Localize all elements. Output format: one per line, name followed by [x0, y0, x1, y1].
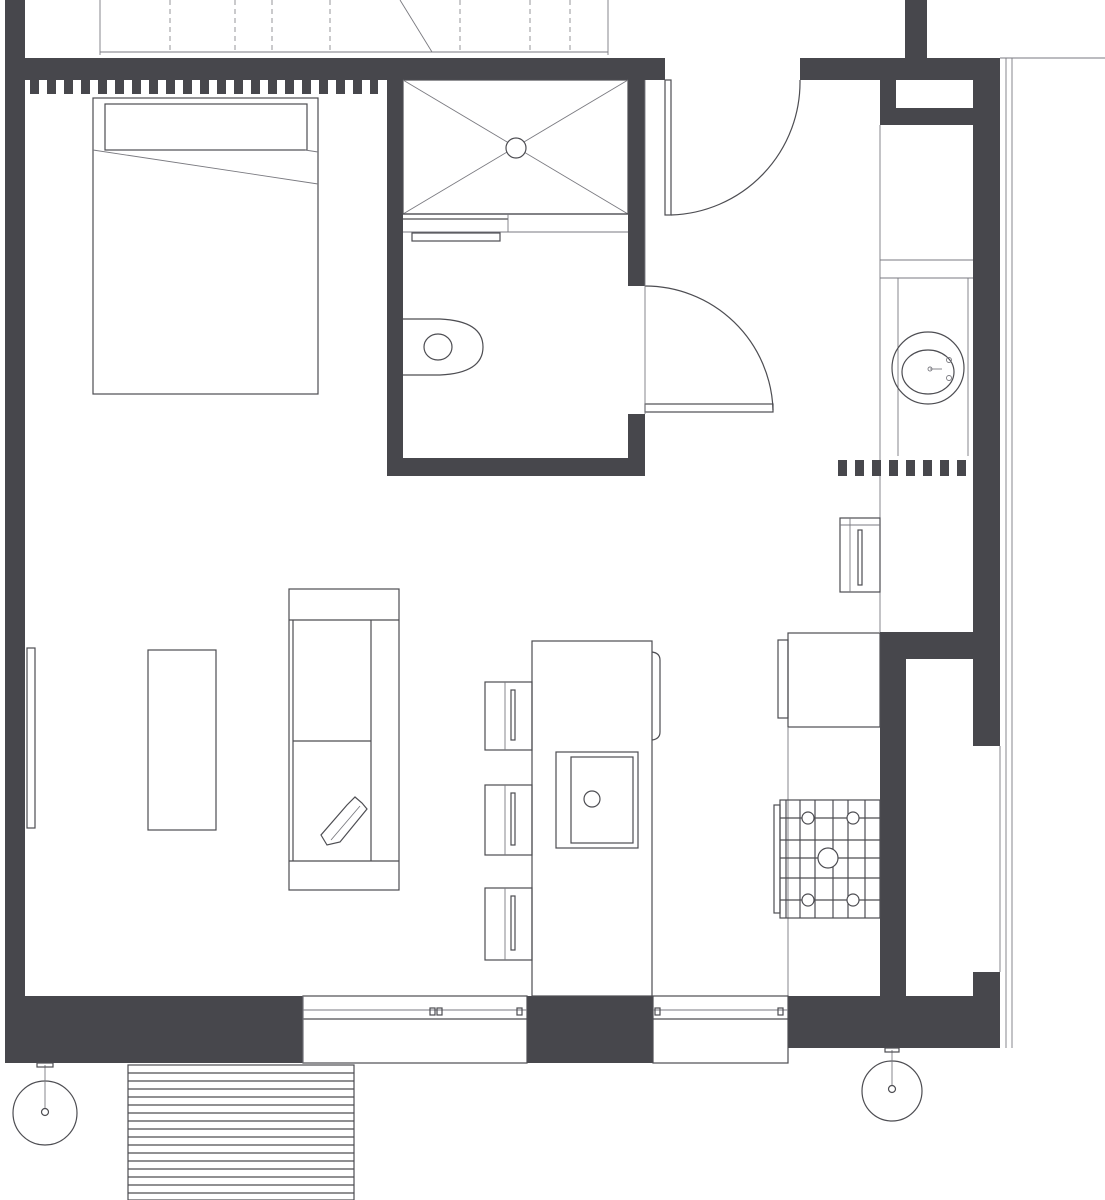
exterior-stair: [99, 0, 609, 55]
shower-drain: [505, 137, 527, 159]
bathroom-door: [644, 285, 774, 414]
wall-panel: [26, 647, 36, 829]
exterior-walls: [5, 0, 1000, 1063]
cushion: [320, 796, 368, 846]
tree-left: [12, 1062, 78, 1146]
towel-bar: [411, 232, 501, 242]
gas-cooktop: [773, 799, 881, 919]
coffee-table: [147, 649, 217, 831]
island-sink: [555, 751, 639, 849]
windows-bottom: [302, 995, 789, 1064]
pillow: [104, 103, 308, 151]
sofa: [288, 588, 400, 891]
desk-chair: [839, 517, 881, 593]
kitchen-walls: [880, 632, 973, 996]
bathroom-walls: [387, 58, 645, 476]
fridge: [777, 632, 881, 996]
shower: [402, 79, 629, 242]
tree-right: [861, 1047, 923, 1122]
exterior-siding: [999, 57, 1105, 1048]
bar-stool-2: [484, 784, 533, 856]
entry-door: [644, 79, 801, 286]
vanity-sink: [891, 331, 965, 405]
bed: [92, 97, 319, 395]
entry-closet: [879, 80, 973, 632]
front-deck: [127, 1064, 355, 1200]
bar-stool-3: [484, 887, 533, 961]
bar-stools: [484, 681, 533, 961]
kitchen-island: [531, 640, 661, 997]
bar-stool-1: [484, 681, 533, 751]
bedroom-top-hatch: [25, 80, 378, 94]
entry-hatch: [838, 460, 973, 476]
toilet: [403, 318, 484, 376]
